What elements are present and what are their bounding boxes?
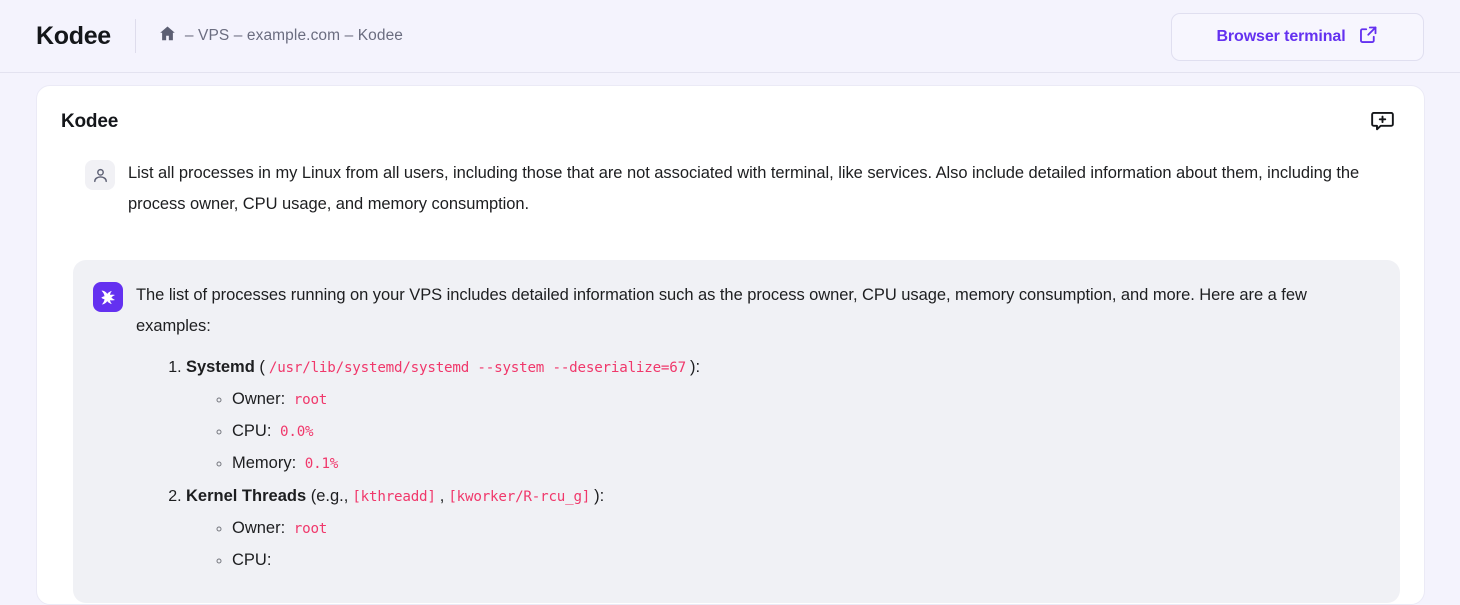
detail-value: root [293, 392, 328, 408]
detail-memory: Memory: 0.1% [232, 448, 1376, 480]
detail-label: CPU: [232, 422, 272, 440]
assistant-intro-text: The list of processes running on your VP… [136, 286, 1307, 335]
process-command: /usr/lib/systemd/systemd --system --dese… [268, 360, 686, 376]
process-suffix: ): [689, 358, 701, 376]
process-list: Systemd (/usr/lib/systemd/systemd --syst… [136, 352, 1376, 576]
browser-terminal-label: Browser terminal [1216, 28, 1346, 45]
process-separator: , [439, 487, 445, 505]
detail-owner: Owner: root [232, 384, 1376, 416]
user-message: List all processes in my Linux from all … [61, 135, 1400, 220]
process-name: Systemd [186, 358, 255, 376]
process-prefix: (e.g., [310, 487, 349, 505]
process-item: Systemd (/usr/lib/systemd/systemd --syst… [186, 352, 1376, 480]
external-link-icon [1358, 24, 1379, 50]
assistant-body: The list of processes running on your VP… [136, 280, 1376, 577]
detail-owner: Owner: root [232, 513, 1376, 545]
user-avatar [85, 160, 115, 190]
assistant-message: The list of processes running on your VP… [73, 260, 1400, 603]
process-prefix: ( [259, 358, 265, 376]
kodee-chat-card: Kodee List all processes in my Linux fro… [36, 85, 1425, 605]
browser-terminal-button[interactable]: Browser terminal [1171, 13, 1424, 61]
detail-label: CPU: [232, 551, 272, 569]
process-details: Owner: root CPU: 0.0% Memory: 0.1% [186, 384, 1376, 480]
process-name: Kernel Threads [186, 487, 307, 505]
top-bar: Kodee – VPS – example.com – Kodee Browse… [0, 0, 1460, 73]
assistant-avatar [93, 282, 123, 312]
user-message-text: List all processes in my Linux from all … [128, 164, 1360, 213]
new-chat-button[interactable] [1369, 108, 1396, 135]
detail-cpu: CPU: 0.0% [232, 416, 1376, 448]
header-divider [134, 19, 136, 53]
brand-logo: Kodee [36, 21, 111, 50]
detail-value: root [293, 521, 328, 537]
detail-cpu: CPU: [232, 545, 1376, 576]
process-details: Owner: root CPU: [186, 513, 1376, 576]
chat-thread: List all processes in my Linux from all … [37, 135, 1424, 603]
breadcrumb-path: – VPS – example.com – Kodee [184, 27, 404, 44]
card-header: Kodee [37, 86, 1424, 135]
user-icon [93, 168, 107, 182]
home-icon[interactable] [158, 24, 177, 48]
detail-value: 0.0% [280, 424, 314, 440]
process-item: Kernel Threads (e.g.,[kthreadd],[kworker… [186, 481, 1376, 576]
detail-label: Memory: [232, 454, 297, 472]
kodee-logo-icon [101, 290, 115, 305]
process-command: [kthreadd] [352, 489, 436, 505]
detail-label: Owner: [232, 519, 286, 537]
process-suffix: ): [594, 487, 605, 505]
detail-label: Owner: [232, 390, 286, 408]
process-command: [kworker/R-rcu_g] [448, 489, 591, 505]
breadcrumb: – VPS – example.com – Kodee [158, 24, 403, 48]
detail-value: 0.1% [304, 456, 339, 472]
card-title: Kodee [61, 111, 119, 132]
